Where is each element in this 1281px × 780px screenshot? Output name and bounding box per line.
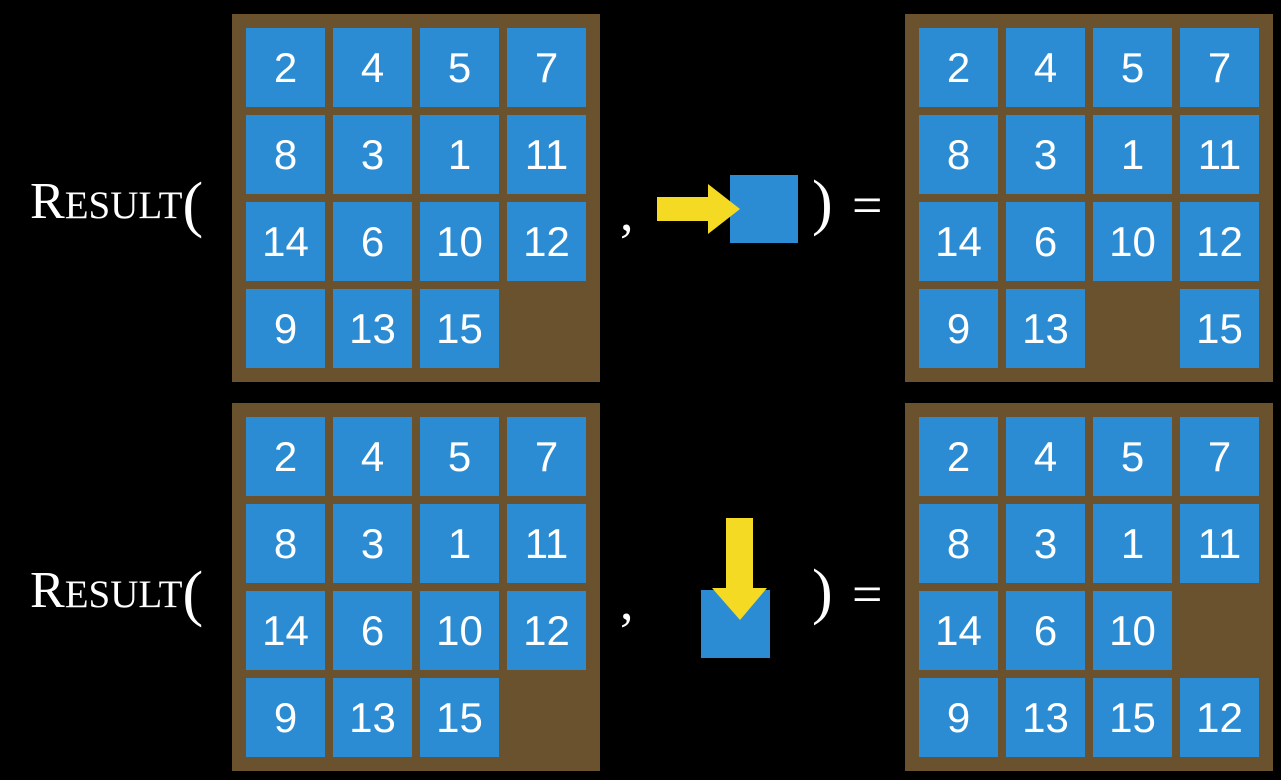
- result-rest-row-1: ESULT: [64, 184, 183, 227]
- equals-row-2: =: [852, 564, 883, 624]
- tile[interactable]: 9: [246, 678, 325, 757]
- tile[interactable]: 7: [1180, 417, 1259, 496]
- tile[interactable]: 15: [420, 678, 499, 757]
- tile[interactable]: 8: [246, 504, 325, 583]
- tile[interactable]: 6: [333, 202, 412, 281]
- tile[interactable]: 8: [919, 504, 998, 583]
- tile[interactable]: 13: [333, 289, 412, 368]
- tile[interactable]: 10: [1093, 202, 1172, 281]
- tile[interactable]: 14: [919, 591, 998, 670]
- move-down-indicator: [695, 510, 805, 670]
- tile[interactable]: 13: [1006, 289, 1085, 368]
- down-arrow-icon: [712, 518, 767, 620]
- tile[interactable]: 1: [420, 115, 499, 194]
- tile[interactable]: 7: [507, 417, 586, 496]
- close-paren-row-1: ): [812, 169, 833, 237]
- tile[interactable]: 10: [420, 202, 499, 281]
- result-label-row-2: RESULT(: [30, 563, 203, 625]
- tile[interactable]: 1: [1093, 115, 1172, 194]
- close-paren-row-2: ): [812, 558, 833, 626]
- comma-row-1: ,: [620, 182, 634, 242]
- tile-grid: 2 4 5 7 8 3 1 11 14 6 10 12 9 13 15: [246, 417, 586, 757]
- tile[interactable]: 7: [507, 28, 586, 107]
- tile[interactable]: 11: [507, 504, 586, 583]
- tile[interactable]: 3: [1006, 504, 1085, 583]
- blank-tile[interactable]: [507, 678, 586, 757]
- tile[interactable]: 15: [1180, 289, 1259, 368]
- open-paren-row-2: (: [182, 560, 204, 628]
- tile[interactable]: 12: [1180, 678, 1259, 757]
- open-paren-row-1: (: [182, 171, 204, 239]
- tile[interactable]: 6: [1006, 591, 1085, 670]
- tile[interactable]: 4: [333, 417, 412, 496]
- tile[interactable]: 12: [1180, 202, 1259, 281]
- blank-tile[interactable]: [1180, 591, 1259, 670]
- tile[interactable]: 12: [507, 591, 586, 670]
- tile[interactable]: 10: [1093, 591, 1172, 670]
- tile[interactable]: 6: [1006, 202, 1085, 281]
- tile[interactable]: 4: [333, 28, 412, 107]
- tile[interactable]: 14: [246, 591, 325, 670]
- tile[interactable]: 3: [333, 504, 412, 583]
- tile[interactable]: 9: [919, 289, 998, 368]
- tile-grid: 2 4 5 7 8 3 1 11 14 6 10 12 9 13 15: [919, 28, 1259, 368]
- tile[interactable]: 14: [246, 202, 325, 281]
- tile[interactable]: 5: [420, 417, 499, 496]
- tile[interactable]: 11: [507, 115, 586, 194]
- tile[interactable]: 11: [1180, 504, 1259, 583]
- tile[interactable]: 5: [1093, 28, 1172, 107]
- tile[interactable]: 10: [420, 591, 499, 670]
- tile[interactable]: 5: [420, 28, 499, 107]
- result-rest-row-2: ESULT: [64, 573, 183, 616]
- tile[interactable]: 12: [507, 202, 586, 281]
- tile-grid: 2 4 5 7 8 3 1 11 14 6 10 12 9 13 15: [246, 28, 586, 368]
- tile[interactable]: 2: [246, 417, 325, 496]
- tile[interactable]: 2: [919, 417, 998, 496]
- tile[interactable]: 9: [919, 678, 998, 757]
- tile[interactable]: 3: [333, 115, 412, 194]
- blank-tile-square: [730, 175, 798, 243]
- output-board-bottom: 2 4 5 7 8 3 1 11 14 6 10 9 13 15 12: [905, 403, 1273, 771]
- move-right-indicator: [650, 170, 810, 250]
- result-label-row-1: RESULT(: [30, 174, 203, 236]
- tile[interactable]: 13: [1006, 678, 1085, 757]
- tile[interactable]: 3: [1006, 115, 1085, 194]
- tile[interactable]: 13: [333, 678, 412, 757]
- tile[interactable]: 7: [1180, 28, 1259, 107]
- right-arrow-icon: [657, 184, 740, 234]
- tile-grid: 2 4 5 7 8 3 1 11 14 6 10 9 13 15 12: [919, 417, 1259, 757]
- tile[interactable]: 2: [919, 28, 998, 107]
- tile[interactable]: 6: [333, 591, 412, 670]
- tile[interactable]: 4: [1006, 28, 1085, 107]
- tile[interactable]: 11: [1180, 115, 1259, 194]
- equals-row-1: =: [852, 175, 883, 235]
- tile[interactable]: 15: [1093, 678, 1172, 757]
- comma-row-2: ,: [620, 571, 634, 631]
- tile[interactable]: 4: [1006, 417, 1085, 496]
- tile[interactable]: 2: [246, 28, 325, 107]
- blank-tile[interactable]: [1093, 289, 1172, 368]
- input-board-bottom: 2 4 5 7 8 3 1 11 14 6 10 12 9 13 15: [232, 403, 600, 771]
- tile[interactable]: 1: [1093, 504, 1172, 583]
- result-initial-row-1: R: [30, 173, 65, 230]
- tile[interactable]: 15: [420, 289, 499, 368]
- tile[interactable]: 8: [919, 115, 998, 194]
- tile[interactable]: 5: [1093, 417, 1172, 496]
- tile[interactable]: 1: [420, 504, 499, 583]
- tile[interactable]: 8: [246, 115, 325, 194]
- output-board-top: 2 4 5 7 8 3 1 11 14 6 10 12 9 13 15: [905, 14, 1273, 382]
- result-initial-row-2: R: [30, 562, 65, 619]
- tile[interactable]: 14: [919, 202, 998, 281]
- tile[interactable]: 9: [246, 289, 325, 368]
- input-board-top: 2 4 5 7 8 3 1 11 14 6 10 12 9 13 15: [232, 14, 600, 382]
- blank-tile[interactable]: [507, 289, 586, 368]
